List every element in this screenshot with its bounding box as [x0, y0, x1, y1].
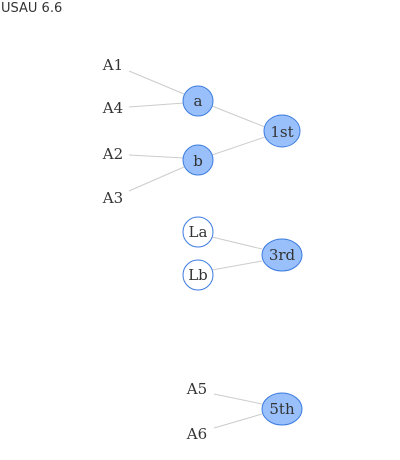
match-node-la-shape: [182, 216, 214, 248]
edge-a6-fifth: [213, 413, 263, 429]
seed-a6: A6: [186, 425, 207, 443]
match-node-first[interactable]: 1st: [263, 114, 301, 148]
edge-a1-a: [128, 70, 185, 95]
match-node-fifth[interactable]: 5th: [261, 392, 303, 426]
match-node-first-shape: [263, 114, 301, 148]
match-node-fifth-shape: [261, 392, 303, 426]
match-node-a-label: a: [194, 92, 203, 110]
bracket-edges: [128, 70, 266, 429]
edge-b-first: [211, 136, 266, 156]
edge-a-first: [211, 105, 266, 128]
seed-a5: A5: [186, 380, 207, 398]
match-node-la[interactable]: La: [182, 216, 214, 248]
seed-a2: A2: [102, 145, 123, 163]
match-node-third-shape: [261, 238, 303, 272]
edge-la-third: [211, 236, 263, 250]
seed-a4: A4: [102, 99, 123, 117]
edge-a5-fifth: [213, 393, 263, 405]
match-node-lb-shape: [182, 259, 214, 291]
match-node-a[interactable]: a: [182, 85, 214, 117]
match-node-lb[interactable]: Lb: [182, 259, 214, 291]
edge-lb-third: [211, 260, 263, 271]
match-node-a-shape: [182, 85, 214, 117]
bracket-title: USAU 6.6: [1, 1, 63, 16]
match-node-b-shape: [182, 144, 214, 176]
match-node-fifth-label: 5th: [269, 400, 295, 418]
seed-a3: A3: [102, 189, 123, 207]
edge-a2-b: [128, 154, 185, 159]
match-node-b[interactable]: b: [182, 144, 214, 176]
match-node-la-label: La: [189, 223, 208, 241]
edge-a3-b: [128, 166, 185, 192]
match-node-lb-label: Lb: [188, 266, 208, 284]
edge-a4-a: [128, 102, 185, 108]
match-node-third-label: 3rd: [269, 246, 296, 264]
match-node-first-label: 1st: [270, 123, 293, 141]
match-node-third[interactable]: 3rd: [261, 238, 303, 272]
match-node-b-label: b: [193, 152, 203, 170]
seed-labels: A1 A4 A2 A3 A5 A6: [102, 56, 207, 443]
seed-a1: A1: [102, 56, 123, 74]
